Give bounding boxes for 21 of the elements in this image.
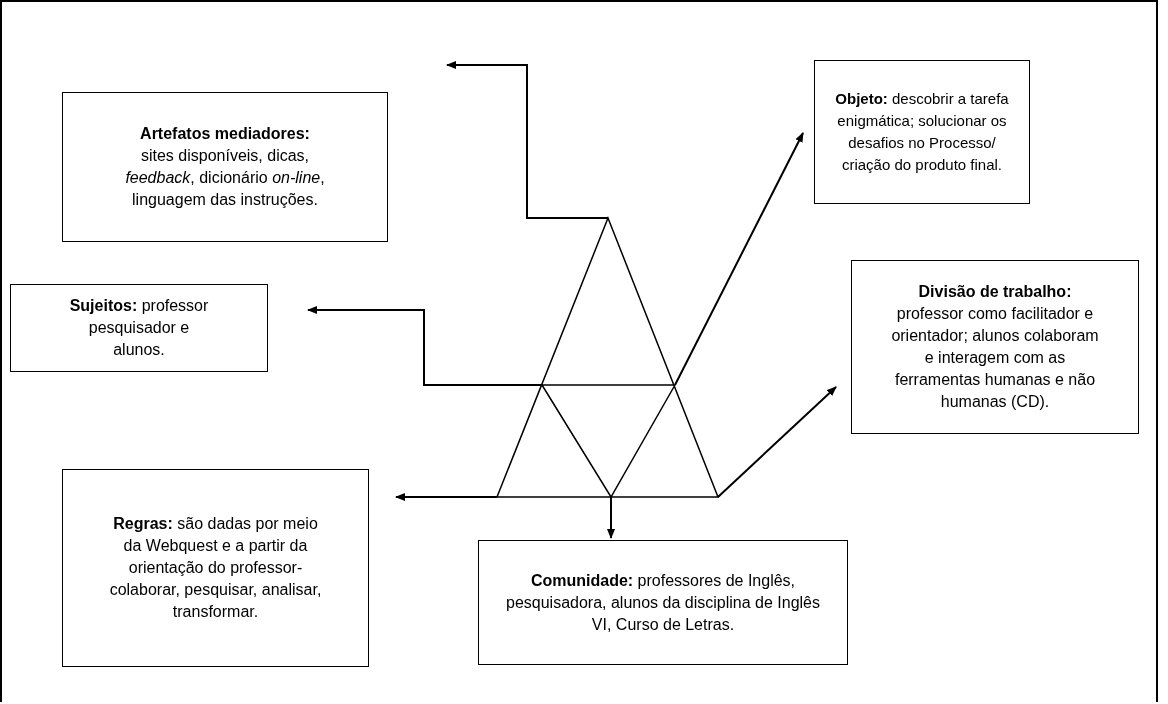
box-text: sites disponíveis, dicas, feedback, dicionário on-line, linguagem das instruções. [124, 146, 326, 210]
text-box [814, 60, 1030, 204]
box-text: Sujeitos: professor pesquisador e alunos. [69, 296, 209, 360]
text-box [62, 469, 369, 667]
box-text: Regras: são dadas por meio da Webquest e a partir da orientação do professor- colaborar, pesquisar, analisar, transformar. [108, 514, 323, 622]
box-text: professor como facilitador e orientador; alunos colaboram e interagem com as ferramentas humanas e não humanas (CD). [890, 304, 1100, 412]
arrow [607, 496, 615, 539]
arrow [395, 493, 498, 501]
box-heading: Divisão de trabalho: [918, 282, 1072, 302]
box-heading: Artefatos mediadores: [140, 124, 310, 144]
text-box [10, 284, 268, 372]
text-box [62, 92, 388, 242]
triangle-drawing [495, 217, 719, 499]
arrow [674, 132, 804, 386]
text-box [851, 260, 1139, 434]
box-text: Objeto: descobrir a tarefa enigmática; solucionar os desafios no Processo/ criação do produto final. [834, 89, 1010, 175]
text-box [478, 540, 848, 665]
arrow [717, 386, 837, 498]
arrow [446, 61, 609, 219]
box-text: Comunidade: professores de Inglês, pesquisadora, alunos da disciplina de Inglês VI, Curso de Letras. [505, 570, 821, 635]
arrow [307, 306, 543, 386]
